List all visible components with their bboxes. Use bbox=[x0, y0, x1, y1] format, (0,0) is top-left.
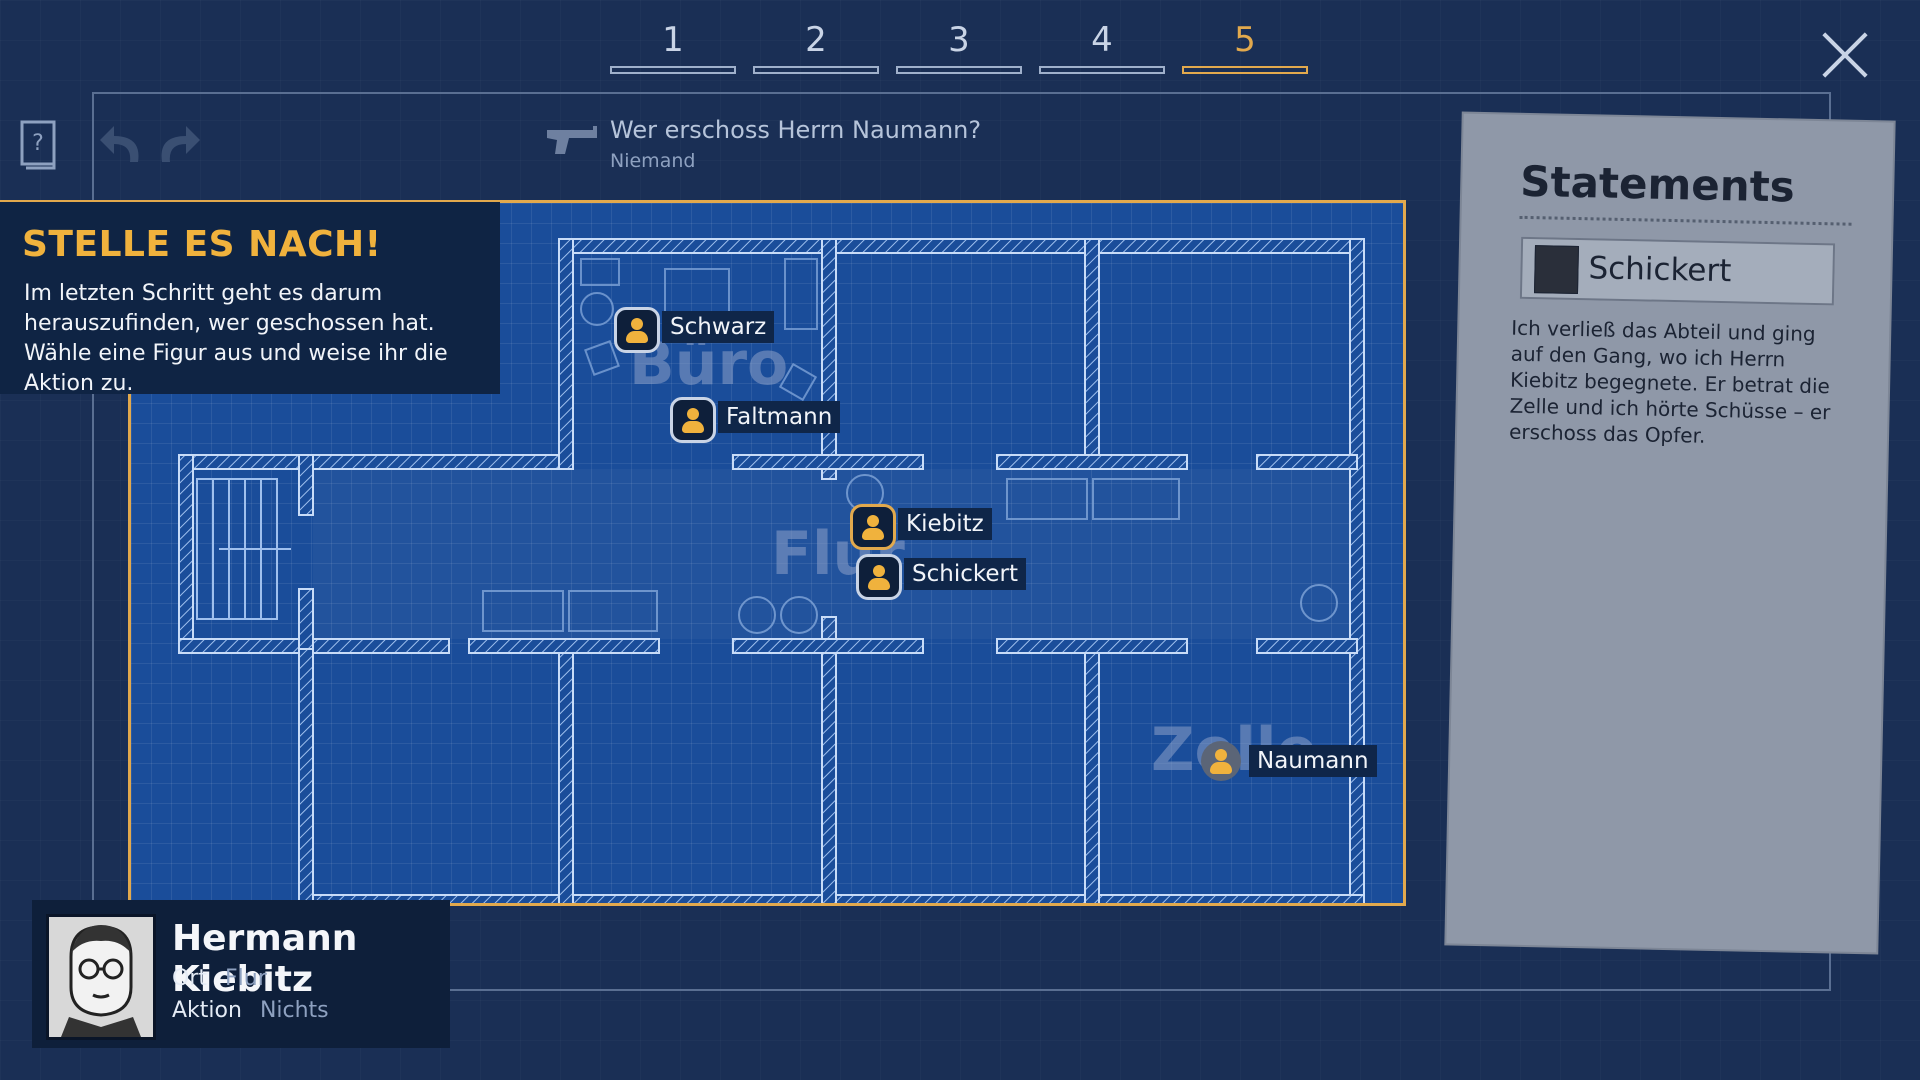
character-name: Hermann Kiebitz bbox=[172, 918, 358, 1000]
step-tab-5[interactable]: 5 bbox=[1182, 20, 1308, 74]
character-portrait bbox=[46, 914, 156, 1040]
gun-icon bbox=[547, 126, 597, 154]
redo-icon[interactable] bbox=[152, 122, 202, 168]
selected-character-profile: Hermann Kiebitz Ort Flur Aktion Nichts bbox=[32, 900, 450, 1048]
character-label: Kiebitz bbox=[898, 508, 992, 540]
question-title: Wer erschoss Herrn Naumann? bbox=[610, 116, 982, 144]
step-tab-4[interactable]: 4 bbox=[1039, 20, 1165, 74]
person-icon bbox=[856, 554, 902, 600]
action-value: Nichts bbox=[259, 998, 329, 1023]
statement-text: Ich verließ das Abteil und ging auf den … bbox=[1508, 315, 1831, 448]
step-bar bbox=[1182, 66, 1308, 74]
character-label: Schwarz bbox=[662, 311, 775, 343]
person-icon bbox=[850, 504, 896, 550]
step-tab-2[interactable]: 2 bbox=[753, 20, 879, 74]
character-label: Faltmann bbox=[718, 401, 841, 433]
step-number: 2 bbox=[805, 20, 827, 60]
person-icon bbox=[670, 397, 716, 443]
statements-divider bbox=[1519, 215, 1852, 226]
step-bar bbox=[1039, 66, 1165, 74]
floor-plan-walls bbox=[178, 238, 1365, 903]
person-icon bbox=[1201, 741, 1241, 781]
step-tab-1[interactable]: 1 bbox=[610, 20, 736, 74]
portrait-face-icon bbox=[49, 917, 153, 1037]
action-label: Aktion bbox=[172, 998, 242, 1023]
step-bar bbox=[896, 66, 1022, 74]
step-number: 5 bbox=[1234, 20, 1256, 60]
person-icon bbox=[614, 307, 660, 353]
step-tabs: 1 2 3 4 5 bbox=[0, 0, 1920, 90]
question-header: Wer erschoss Herrn Naumann? Niemand bbox=[545, 112, 1145, 182]
statement-speaker-card[interactable]: Schickert bbox=[1519, 236, 1836, 306]
close-icon[interactable] bbox=[1820, 30, 1870, 80]
tutorial-text: Im letzten Schritt geht es darum herausz… bbox=[24, 281, 448, 396]
step-number: 1 bbox=[662, 20, 684, 60]
statement-speaker-name: Schickert bbox=[1588, 250, 1732, 290]
statements-panel: Statements Schickert Ich verließ das Abt… bbox=[1446, 113, 1894, 953]
character-label: Schickert bbox=[904, 558, 1026, 590]
help-book-icon[interactable]: ? bbox=[20, 120, 58, 170]
statements-title: Statements bbox=[1519, 156, 1796, 212]
step-number: 3 bbox=[948, 20, 970, 60]
step-bar bbox=[610, 66, 736, 74]
character-action-row: Aktion Nichts bbox=[172, 998, 329, 1023]
step-number: 4 bbox=[1091, 20, 1113, 60]
svg-text:?: ? bbox=[32, 131, 44, 156]
step-tab-3[interactable]: 3 bbox=[896, 20, 1022, 74]
speaker-portrait-icon bbox=[1533, 245, 1579, 295]
tutorial-panel: STELLE ES NACH! Im letzten Schritt geht … bbox=[0, 200, 500, 396]
floor-plan-map[interactable]: Büro Flur Zelle Schwarz Faltmann Kiebitz… bbox=[128, 200, 1406, 906]
undo-icon[interactable] bbox=[98, 122, 148, 168]
location-value: Flur bbox=[225, 966, 267, 991]
character-location-row: Ort Flur bbox=[172, 966, 267, 991]
step-bar bbox=[753, 66, 879, 74]
location-label: Ort bbox=[172, 966, 207, 991]
character-label: Naumann bbox=[1249, 745, 1377, 777]
tutorial-title: STELLE ES NACH! bbox=[22, 224, 382, 265]
question-answer: Niemand bbox=[610, 150, 696, 172]
